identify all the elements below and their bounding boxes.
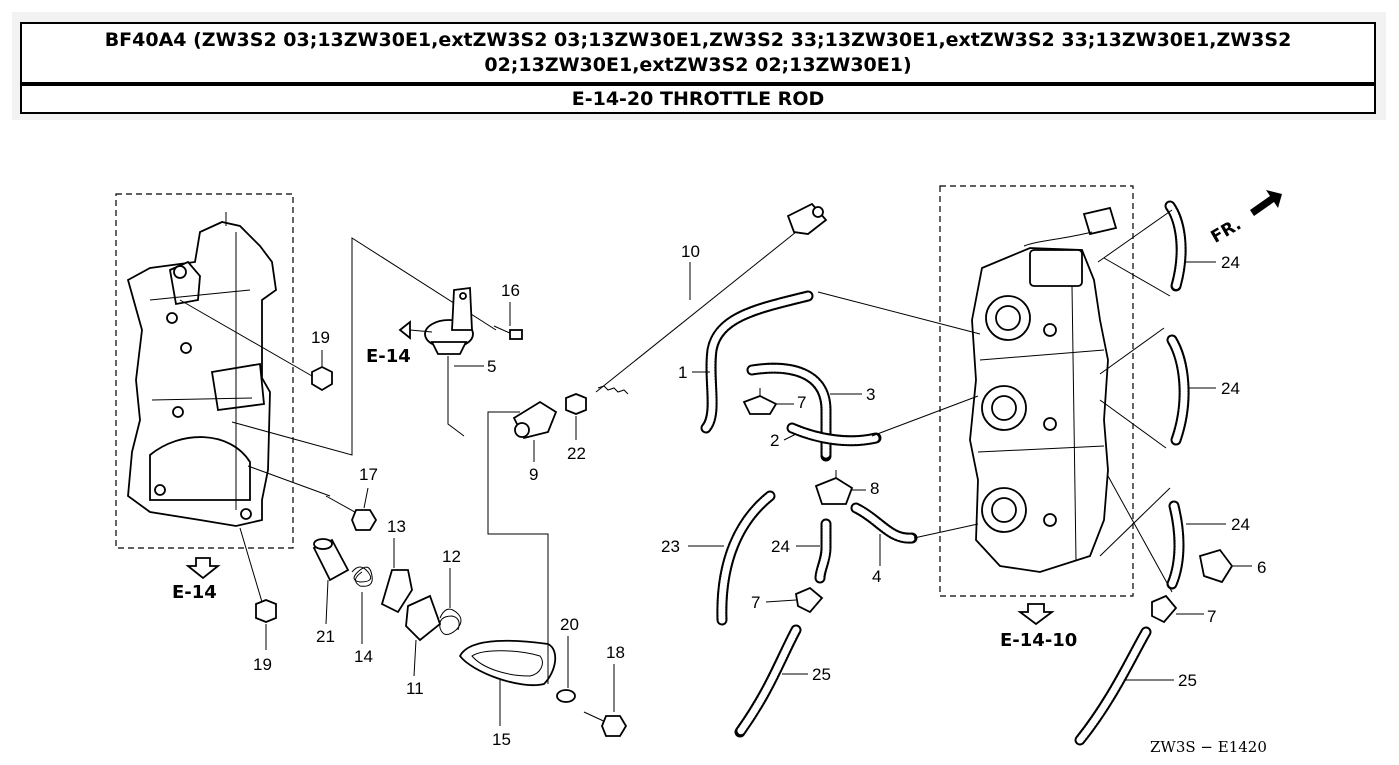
arrow-e14-upper: [398, 320, 411, 340]
ref-e1410[interactable]: E-14-10: [1000, 630, 1077, 651]
label-part-20[interactable]: 20: [560, 615, 579, 634]
model-title: BF40A4 (ZW3S2 03;13ZW30E1,extZW3S2 03;13…: [104, 29, 1292, 76]
part-22-nut: [565, 393, 587, 415]
label-part-3[interactable]: 3: [866, 385, 875, 404]
label-part-8[interactable]: 8: [870, 479, 879, 498]
model-title-box: BF40A4 (ZW3S2 03;13ZW30E1,extZW3S2 03;13…: [20, 22, 1376, 84]
header-panel: BF40A4 (ZW3S2 03;13ZW30E1,extZW3S2 03;13…: [12, 12, 1386, 120]
ref-e14-lower[interactable]: E-14: [172, 582, 217, 603]
label-part-24-mid[interactable]: 24: [1221, 379, 1240, 398]
label-part-1[interactable]: 1: [678, 363, 687, 382]
label-part-23[interactable]: 23: [661, 537, 680, 556]
section-title-box: E-14-20 THROTTLE ROD: [20, 84, 1376, 114]
label-part-21[interactable]: 21: [316, 627, 335, 646]
drawing-code: ZW3S − E1420: [1150, 738, 1267, 756]
part-14-spring: [351, 566, 373, 587]
carburetor-frame: [939, 185, 1134, 597]
label-part-13[interactable]: 13: [387, 517, 406, 536]
part-15-link: [458, 639, 557, 687]
nut-19-upper: [311, 365, 333, 392]
label-part-19-lower[interactable]: 19: [253, 655, 272, 674]
section-title: E-14-20 THROTTLE ROD: [571, 88, 825, 110]
label-part-14[interactable]: 14: [354, 647, 373, 666]
label-part-12[interactable]: 12: [442, 547, 461, 566]
label-part-18[interactable]: 18: [606, 643, 625, 662]
part-9-joint: [512, 400, 558, 440]
leader-line-9: [487, 411, 549, 684]
joint-8: [814, 470, 854, 505]
manifold-frame: [115, 193, 294, 549]
part-6-clip: [1198, 548, 1234, 584]
label-part-24-low[interactable]: 24: [1231, 515, 1250, 534]
joint-7-top: [742, 388, 778, 415]
label-part-5[interactable]: 5: [487, 357, 496, 376]
label-part-6[interactable]: 6: [1257, 558, 1266, 577]
label-part-22[interactable]: 22: [567, 444, 586, 463]
part-10-throttle-rod: [595, 202, 828, 395]
label-part-16[interactable]: 16: [501, 281, 520, 300]
leader-line-5: [231, 237, 497, 456]
ref-e14-upper[interactable]: E-14: [366, 346, 411, 367]
label-part-25-right[interactable]: 25: [1178, 671, 1197, 690]
part-18-bolt: [583, 711, 628, 737]
part-5-dashpot: [424, 286, 474, 437]
label-part-7-right[interactable]: 7: [1207, 607, 1216, 626]
part-21-collar: [312, 538, 350, 582]
label-part-24-top[interactable]: 24: [1221, 253, 1240, 272]
arrow-e14-lower: [185, 557, 221, 580]
front-marker-label: FR.: [1208, 214, 1245, 247]
label-part-17[interactable]: 17: [359, 465, 378, 484]
intake-manifold: [126, 212, 277, 527]
label-part-10[interactable]: 10: [681, 242, 700, 261]
label-part-25-left[interactable]: 25: [812, 665, 831, 684]
label-part-11[interactable]: 11: [406, 679, 424, 698]
label-part-7-left[interactable]: 7: [751, 593, 760, 612]
arrow-e1410: [1017, 603, 1055, 626]
joint-7-right: [1151, 594, 1178, 624]
joint-7-left: [794, 586, 824, 614]
part-12-spring: [439, 608, 462, 635]
part-17-bolt: [325, 495, 378, 531]
nut-19-lower: [255, 599, 277, 623]
label-part-15[interactable]: 15: [492, 730, 511, 749]
front-arrow-icon: [1250, 190, 1282, 216]
label-part-19-upper[interactable]: 19: [311, 328, 330, 347]
label-part-2[interactable]: 2: [770, 431, 779, 450]
part-13-lever: [380, 569, 413, 614]
part-11-cam: [405, 594, 442, 642]
label-part-9[interactable]: 9: [529, 465, 538, 484]
part-16-screw: [493, 325, 523, 340]
label-part-24-left[interactable]: 24: [771, 537, 790, 556]
label-part-7-top[interactable]: 7: [797, 393, 806, 412]
part-20-washer: [556, 689, 576, 703]
carburetor-assembly: [969, 206, 1118, 573]
label-part-4[interactable]: 4: [872, 567, 881, 586]
